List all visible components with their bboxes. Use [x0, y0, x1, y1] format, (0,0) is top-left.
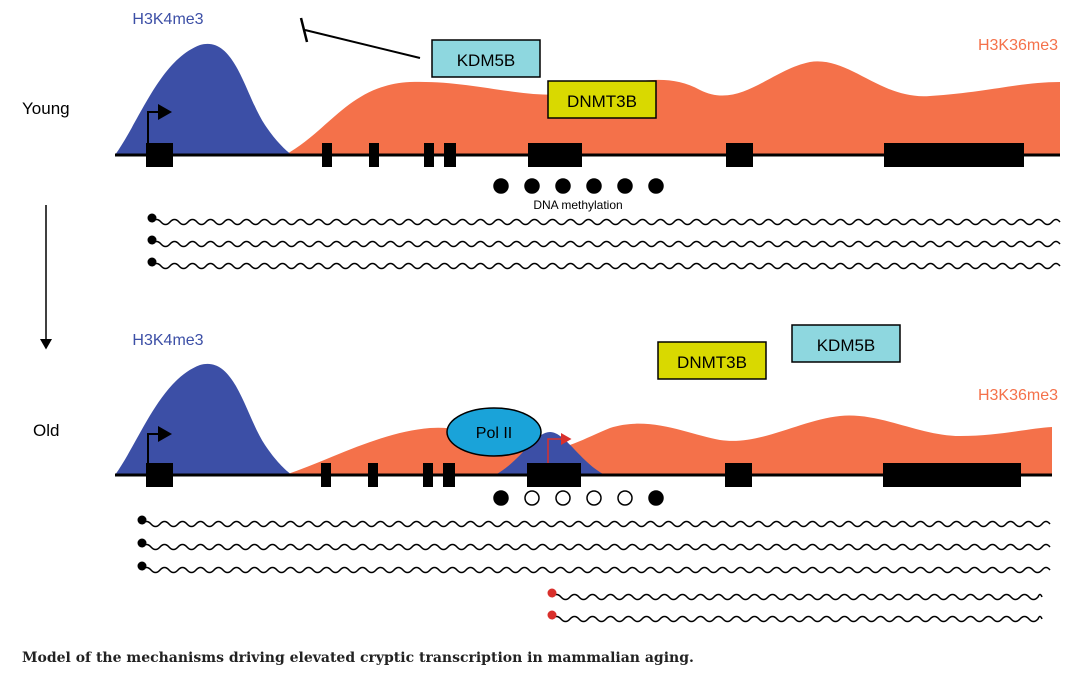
- unmethylated-cpg: [524, 490, 540, 506]
- methylated-cpg: [586, 178, 602, 194]
- young-h3k36me3-signal: [285, 61, 1060, 156]
- exon: [368, 463, 378, 487]
- unmethylated-cpg: [586, 490, 602, 506]
- exon: [726, 143, 753, 167]
- methylated-cpg: [648, 490, 664, 506]
- old-dnmt3b-label: DNMT3B: [677, 353, 747, 372]
- young-h3k4me3-label: H3K4me3: [132, 11, 203, 28]
- full-length-mrna: [141, 520, 1051, 528]
- full-length-5prime-cap: [147, 257, 157, 267]
- old-dnmt3b-box: [657, 341, 767, 380]
- full-length-5prime-cap: [137, 515, 147, 525]
- young-dnmt3b-box: [547, 80, 657, 119]
- cryptic-mrna: [551, 615, 1043, 623]
- unmethylated-cpg: [555, 490, 571, 506]
- old-cryptic-tss-arrow: [547, 433, 572, 463]
- young-panel: KDM5B DNMT3B H3K4me3 H3K36me3 Young DNA …: [22, 11, 1061, 270]
- old-polii: [446, 407, 542, 457]
- old-h3k4me3-peak: [115, 363, 292, 475]
- young-methylation-dots: [493, 178, 664, 194]
- old-h3k36me3-signal: [285, 415, 1052, 475]
- full-length-mrna: [141, 566, 1051, 574]
- young-methylation-label: DNA methylation: [533, 198, 622, 212]
- full-length-5prime-cap: [147, 213, 157, 223]
- exon: [423, 463, 433, 487]
- cryptic-5prime-cap: [547, 610, 557, 620]
- old-exons: [146, 463, 1021, 487]
- full-length-5prime-cap: [137, 561, 147, 571]
- old-h3k36me3-label: H3K36me3: [978, 387, 1058, 404]
- old-cryptic-transcripts: [547, 588, 1043, 623]
- young-h3k4me3-peak: [115, 43, 292, 155]
- methylated-cpg: [617, 178, 633, 194]
- exon: [369, 143, 379, 167]
- young-transcripts: [147, 213, 1061, 270]
- young-h3k36me3-label: H3K36me3: [978, 37, 1058, 54]
- young-kdm5b-label: KDM5B: [457, 51, 516, 70]
- exon: [443, 463, 455, 487]
- old-methylation-dots: [493, 490, 664, 506]
- exon: [725, 463, 752, 487]
- old-row-label: Old: [33, 421, 59, 440]
- old-h3k4me3-label: H3K4me3: [132, 332, 203, 349]
- exon: [883, 463, 1021, 487]
- exon: [321, 463, 331, 487]
- methylated-cpg: [493, 490, 509, 506]
- full-length-mrna: [151, 218, 1061, 226]
- methylated-cpg: [648, 178, 664, 194]
- young-tss-arrow: [147, 104, 172, 143]
- full-length-5prime-cap: [147, 235, 157, 245]
- exon: [322, 143, 332, 167]
- young-kdm5b-box: [431, 39, 541, 78]
- cryptic-5prime-cap: [547, 588, 557, 598]
- methylated-cpg: [555, 178, 571, 194]
- figure-caption: Model of the mechanisms driving elevated…: [22, 650, 694, 666]
- old-panel: Pol II DNMT3B KDM5B H3K4me3 H3K36me3 Old: [33, 324, 1058, 623]
- full-length-mrna: [141, 543, 1051, 551]
- exon: [528, 143, 582, 167]
- full-length-5prime-cap: [137, 538, 147, 548]
- methylated-cpg: [524, 178, 540, 194]
- old-polii-label: Pol II: [476, 425, 512, 442]
- young-row-label: Young: [22, 99, 70, 118]
- young-exons: [146, 143, 1024, 167]
- exon: [884, 143, 1024, 167]
- young-kdm5b-inhibition-line: [304, 29, 421, 59]
- full-length-mrna: [151, 240, 1061, 248]
- old-kdm5b-label: KDM5B: [817, 336, 876, 355]
- young-kdm5b-inhibition-bar: [299, 17, 309, 43]
- exon: [527, 463, 581, 487]
- exon: [146, 463, 173, 487]
- old-kdm5b-box: [791, 324, 901, 363]
- full-length-mrna: [151, 262, 1061, 270]
- exon: [424, 143, 434, 167]
- unmethylated-cpg: [617, 490, 633, 506]
- young-dnmt3b-label: DNMT3B: [567, 92, 637, 111]
- exon: [444, 143, 456, 167]
- old-tss-arrow: [147, 426, 172, 463]
- exon: [146, 143, 173, 167]
- methylated-cpg: [493, 178, 509, 194]
- old-transcripts: [137, 515, 1051, 574]
- aging-cryptic-transcription-diagram: KDM5B DNMT3B H3K4me3 H3K36me3 Young DNA …: [22, 11, 1061, 623]
- cryptic-mrna: [551, 593, 1043, 601]
